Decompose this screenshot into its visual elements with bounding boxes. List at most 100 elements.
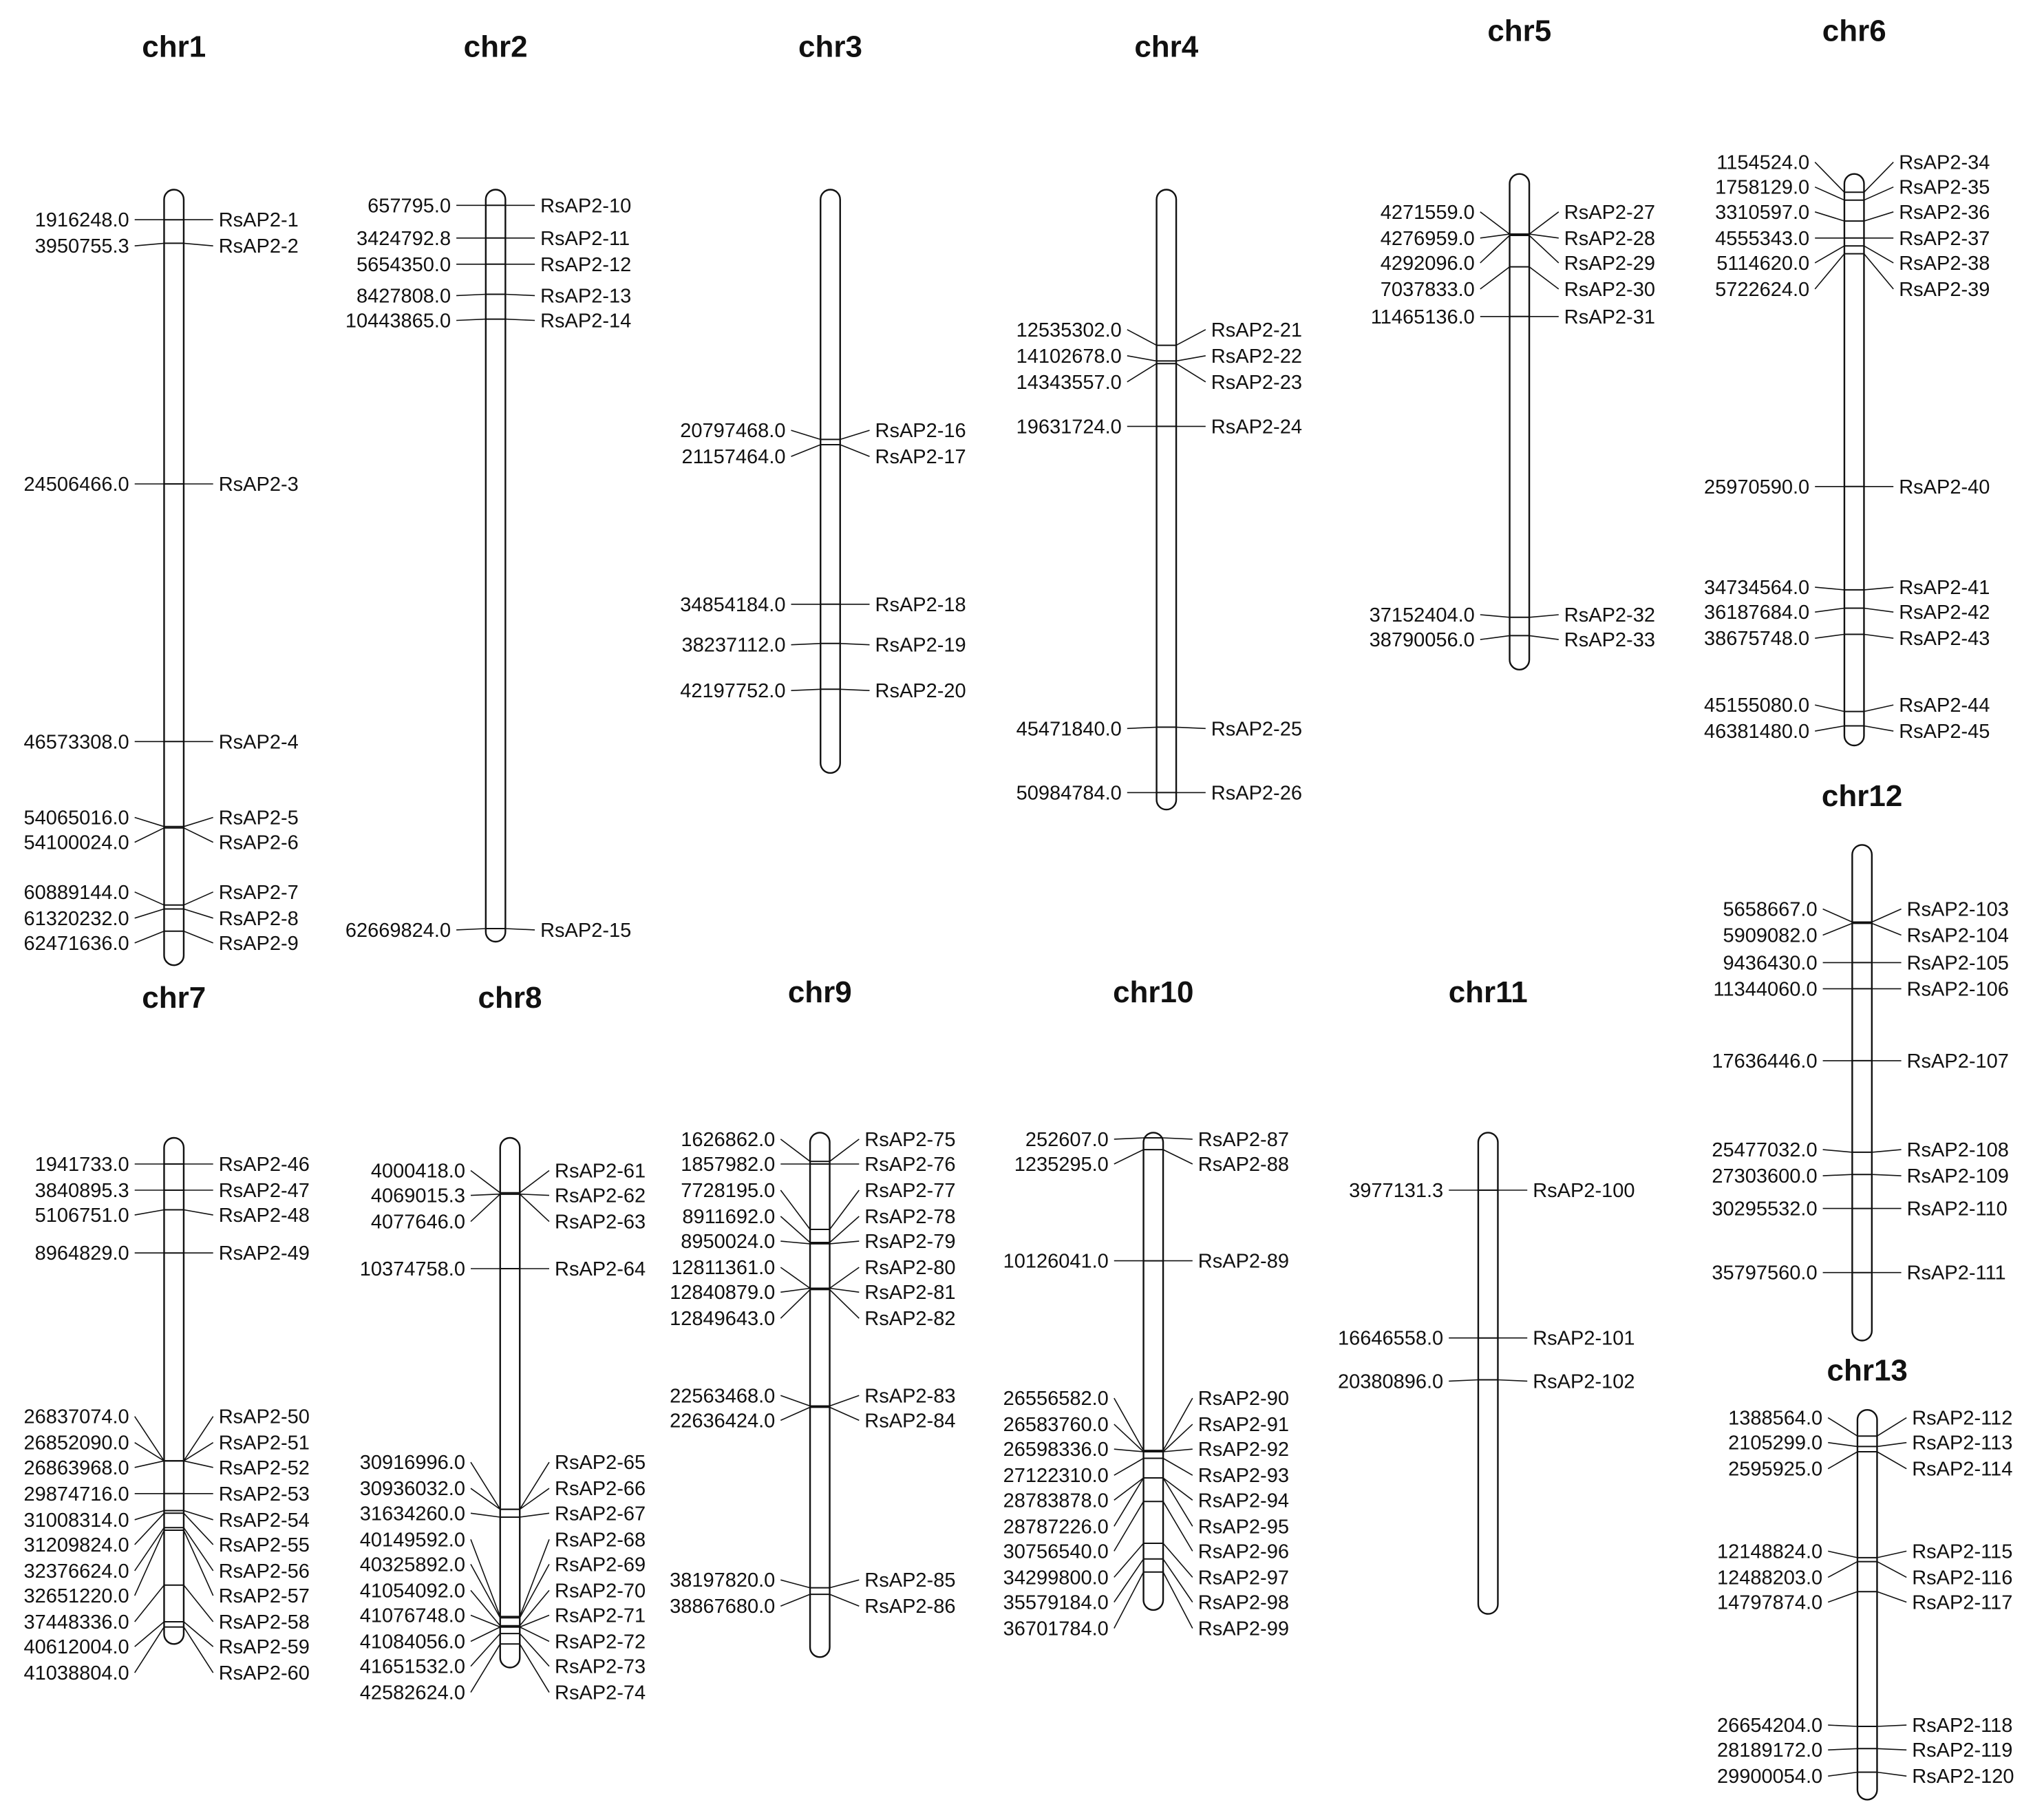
gene-position-label: 29874716.0 <box>23 1483 129 1505</box>
left-connector <box>134 1416 165 1461</box>
gene-position-label: 1941733.0 <box>35 1154 129 1176</box>
gene-name-label: RsAP2-23 <box>1211 372 1302 394</box>
left-connector <box>1822 1174 1853 1176</box>
gene-position-label: 14343557.0 <box>1016 372 1122 394</box>
gene-name-label: RsAP2-12 <box>540 254 631 276</box>
left-connector <box>1127 726 1157 730</box>
gene-name-label: RsAP2-67 <box>555 1503 646 1525</box>
left-connector <box>1815 704 1845 712</box>
gene-name-label: RsAP2-32 <box>1564 604 1655 626</box>
right-connector <box>1877 1441 1907 1448</box>
gene-name-label: RsAP2-96 <box>1198 1541 1289 1563</box>
gene-name-label: RsAP2-92 <box>1198 1439 1289 1461</box>
gene-name-label: RsAP2-47 <box>219 1180 310 1202</box>
gene-position-label: 252607.0 <box>1025 1129 1109 1151</box>
gene-position-label: 28189172.0 <box>1717 1739 1822 1762</box>
gene-name-label: RsAP2-31 <box>1564 306 1655 328</box>
left-connector <box>470 1539 501 1617</box>
chromosome-title: chr2 <box>464 30 528 64</box>
left-connector <box>1480 233 1510 239</box>
gene-position-label: 34734564.0 <box>1704 577 1809 599</box>
gene-position-label: 38197820.0 <box>670 1569 775 1591</box>
left-connector <box>1814 253 1845 290</box>
left-connector <box>1827 1561 1858 1578</box>
chromosome-title: chr10 <box>1113 975 1193 1009</box>
gene-position-label: 41076748.0 <box>360 1605 465 1627</box>
chromosome-bar <box>1843 173 1865 747</box>
gene-name-label: RsAP2-2 <box>219 235 299 257</box>
gene-position-label: 3840895.3 <box>35 1180 129 1202</box>
left-connector <box>1114 1477 1145 1501</box>
left-connector <box>1127 329 1157 346</box>
right-connector <box>505 928 535 931</box>
right-connector <box>505 318 535 321</box>
right-connector <box>829 1189 860 1230</box>
gene-position-label: 31008314.0 <box>23 1510 129 1532</box>
gene-position-label: 12148824.0 <box>1717 1541 1822 1563</box>
left-connector <box>780 1406 811 1421</box>
left-connector <box>1827 1591 1858 1603</box>
left-connector <box>470 1643 501 1693</box>
gene-position-label: 5909082.0 <box>1723 925 1818 947</box>
left-connector <box>134 1209 164 1216</box>
gene-position-label: 22636424.0 <box>670 1410 775 1432</box>
gene-name-label: RsAP2-69 <box>555 1554 646 1576</box>
right-connector <box>1529 614 1559 618</box>
left-connector <box>134 242 164 246</box>
chromosome-bar <box>1142 1132 1164 1611</box>
gene-name-label: RsAP2-66 <box>555 1478 646 1500</box>
gene-position-label: 37448336.0 <box>23 1611 129 1633</box>
right-connector <box>1877 1561 1907 1578</box>
gene-position-label: 32376624.0 <box>23 1561 129 1583</box>
gene-position-label: 12535302.0 <box>1016 319 1122 341</box>
left-connector <box>134 1530 165 1596</box>
gene-name-label: RsAP2-120 <box>1912 1766 2014 1788</box>
right-connector <box>183 1512 214 1545</box>
left-connector <box>1480 635 1510 640</box>
gene-position-label: 27122310.0 <box>1003 1465 1109 1487</box>
gene-name-label: RsAP2-9 <box>219 933 299 955</box>
gene-name-label: RsAP2-102 <box>1533 1371 1635 1393</box>
gene-name-label: RsAP2-16 <box>875 420 966 442</box>
right-connector <box>183 1627 214 1673</box>
right-connector <box>183 891 214 906</box>
chromosome-bar <box>820 189 841 774</box>
gene-position-label: 40612004.0 <box>23 1636 129 1658</box>
gene-name-label: RsAP2-86 <box>864 1596 955 1618</box>
chromosome-title: chr6 <box>1822 14 1886 48</box>
gene-name-label: RsAP2-73 <box>555 1656 646 1678</box>
gene-position-label: 30936032.0 <box>360 1478 465 1500</box>
gene-position-label: 20797468.0 <box>680 420 785 442</box>
gene-name-label: RsAP2-55 <box>219 1534 310 1556</box>
right-connector <box>519 1614 550 1628</box>
right-connector <box>183 1527 214 1572</box>
right-connector <box>183 1442 214 1461</box>
chromosome-title: chr5 <box>1487 14 1551 48</box>
gene-position-label: 30916996.0 <box>360 1452 465 1474</box>
gene-name-label: RsAP2-109 <box>1907 1165 2009 1187</box>
right-connector <box>829 1287 860 1293</box>
gene-name-label: RsAP2-39 <box>1899 279 1990 301</box>
left-connector <box>1822 908 1853 923</box>
left-connector <box>456 318 486 321</box>
left-connector <box>780 1594 811 1607</box>
right-connector <box>1877 1417 1907 1437</box>
gene-position-label: 7037833.0 <box>1381 279 1475 301</box>
left-connector <box>780 1139 811 1162</box>
gene-name-label: RsAP2-88 <box>1198 1154 1289 1176</box>
right-connector <box>1529 235 1559 264</box>
gene-position-label: 17636446.0 <box>1712 1050 1817 1072</box>
left-connector <box>470 1170 501 1194</box>
gene-name-label: RsAP2-3 <box>219 474 299 496</box>
left-connector <box>1114 1572 1145 1629</box>
left-connector <box>1828 1724 1857 1727</box>
chromosome-bar <box>809 1132 831 1658</box>
right-connector <box>519 1488 550 1510</box>
right-connector <box>1175 363 1206 383</box>
chromosome-bar <box>1851 844 1873 1342</box>
